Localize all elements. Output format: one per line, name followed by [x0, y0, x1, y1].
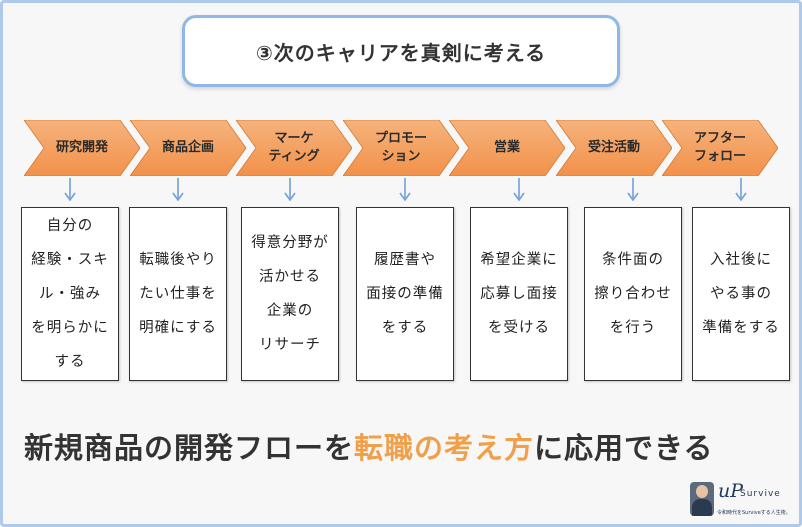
arrow-down-icon	[284, 178, 296, 204]
process-step-5: 営業	[449, 120, 565, 176]
bottom-caption: 新規商品の開発フローを転職の考え方に応用できる	[24, 425, 784, 467]
slide-title: ③次のキャリアを真剣に考える	[255, 40, 547, 65]
step-description-box: 自分の 経験・スキ ル・強み を明らかに する	[21, 207, 119, 381]
arrow-down-icon	[172, 178, 184, 204]
step-label: 営業	[493, 140, 520, 155]
chevron-shape	[130, 120, 246, 176]
arrow-down-icon	[513, 178, 525, 204]
caption-highlight: 転職の考え方	[354, 431, 535, 465]
chevron-shape	[24, 120, 140, 176]
logo-name: Survive	[740, 489, 781, 499]
step-label: プロモー ション	[374, 131, 427, 164]
step-description-box: 転職後やり たい仕事を 明確にする	[129, 207, 227, 381]
caption-part-1: 新規商品の開発フローを	[24, 431, 355, 465]
arrow-down-icon	[64, 178, 76, 204]
step-description: 条件面の 擦り合わせ を行う	[594, 252, 672, 336]
step-description-box: 得意分野が 活かせる 企業の リサーチ	[241, 207, 339, 381]
chevron-shape	[449, 120, 565, 176]
process-step-4: プロモー ション	[343, 120, 459, 176]
chevron-shape	[236, 120, 352, 176]
step-description-box: 希望企業に 応募し面接 を受ける	[470, 207, 568, 381]
logo-mark: uP	[718, 480, 744, 502]
caption-part-2: に応用できる	[534, 431, 714, 465]
step-description: 転職後やり たい仕事を 明確にする	[139, 252, 217, 336]
logo-tagline: 令和時代をSurviveする人生術。	[717, 510, 791, 516]
process-step-7: アフター フォロー	[662, 120, 778, 176]
chevron-shape	[343, 120, 459, 176]
step-description: 得意分野が 活かせる 企業の リサーチ	[251, 235, 329, 353]
step-label: 商品企画	[161, 140, 214, 155]
arrow-down-icon	[399, 178, 411, 204]
title-box: ③次のキャリアを真剣に考える	[182, 15, 620, 87]
step-description: 履歴書や 面接の準備 をする	[366, 252, 444, 336]
step-label: 研究開発	[55, 140, 108, 155]
arrow-down-icon	[627, 178, 639, 204]
brand-logo: uP Survive 令和時代をSurviveする人生術。	[690, 480, 796, 520]
step-label: マーケ ティング	[268, 131, 320, 164]
step-label: 受注活動	[587, 140, 640, 155]
step-description: 自分の 経験・スキ ル・強み を明らかに する	[31, 218, 109, 370]
process-step-1: 研究開発	[24, 120, 140, 176]
step-description-box: 入社後に やる事の 準備をする	[692, 207, 790, 381]
step-label: アフター フォロー	[693, 131, 746, 164]
chevron-shape	[662, 120, 778, 176]
step-description-box: 履歴書や 面接の準備 をする	[356, 207, 454, 381]
step-description: 希望企業に 応募し面接 を受ける	[480, 252, 558, 336]
chevron-shape	[556, 120, 672, 176]
process-step-6: 受注活動	[556, 120, 672, 176]
step-description-box: 条件面の 擦り合わせ を行う	[584, 207, 682, 381]
person-photo-icon	[690, 482, 714, 516]
process-step-3: マーケ ティング	[236, 120, 352, 176]
arrow-down-icon	[735, 178, 747, 204]
step-description: 入社後に やる事の 準備をする	[702, 252, 780, 336]
process-step-2: 商品企画	[130, 120, 246, 176]
